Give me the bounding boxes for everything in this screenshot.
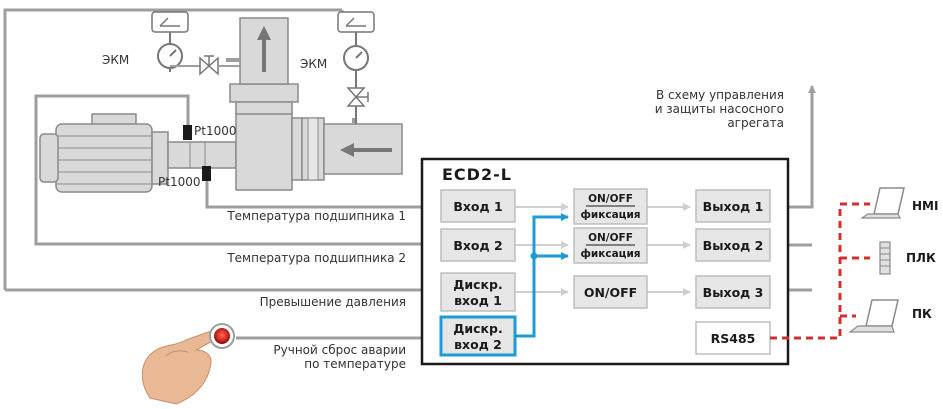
ekm-left bbox=[151, 11, 240, 76]
block-onoff-latch-1: ON/OFF фиксация bbox=[573, 188, 648, 225]
pt1000-sensor-top bbox=[183, 125, 192, 140]
block-output-1: Выход 1 bbox=[695, 189, 771, 223]
reset-button[interactable] bbox=[209, 323, 235, 349]
junction-dot bbox=[530, 252, 538, 260]
bearing-temp-1-label: Температура подшипника 1 bbox=[226, 209, 406, 223]
ekm-right-label: ЭКМ bbox=[300, 57, 327, 71]
ekm-left-label: ЭКМ bbox=[102, 53, 129, 67]
block-input-1: Вход 1 bbox=[440, 189, 516, 223]
svg-text:Вход 2: Вход 2 bbox=[453, 238, 502, 253]
svg-text:Вход 1: Вход 1 bbox=[453, 199, 502, 214]
inlet-pipe bbox=[291, 117, 403, 181]
pc-label: ПК bbox=[912, 307, 932, 321]
overpressure-label: Превышение давления bbox=[260, 295, 406, 309]
svg-text:ON/OFF: ON/OFF bbox=[588, 232, 633, 244]
pt1000-sensor-bottom bbox=[202, 166, 211, 181]
rs485-network bbox=[770, 202, 870, 340]
hmi-label: HMI bbox=[912, 199, 938, 213]
hmi-laptop-icon bbox=[860, 187, 905, 219]
block-onoff-latch-2: ON/OFF фиксация bbox=[573, 227, 648, 264]
svg-text:Выход 3: Выход 3 bbox=[703, 285, 764, 300]
block-output-3: Выход 3 bbox=[695, 275, 771, 309]
svg-text:Дискр.: Дискр. bbox=[453, 277, 502, 292]
svg-text:ON/OFF: ON/OFF bbox=[584, 285, 637, 300]
block-discrete-input-2: Дискр. вход 2 bbox=[439, 315, 517, 357]
motor bbox=[39, 113, 237, 193]
svg-text:вход 2: вход 2 bbox=[454, 337, 502, 352]
pump-unit bbox=[39, 17, 403, 193]
svg-text:фиксация: фиксация bbox=[580, 248, 640, 260]
internal-flow bbox=[515, 203, 691, 296]
bearing-temp-2-label: Температура подшипника 2 bbox=[226, 251, 406, 265]
ekm-right bbox=[337, 11, 375, 124]
block-discrete-input-1: Дискр. вход 1 bbox=[440, 272, 516, 312]
plc-label: ПЛК bbox=[906, 251, 936, 265]
svg-text:Дискр.: Дискр. bbox=[453, 321, 502, 336]
manual-reset-label-1: Ручной сброс аварии bbox=[273, 343, 406, 357]
to-scheme-label-3: агрегата bbox=[727, 116, 784, 130]
to-scheme-label-2: и защиты насосного bbox=[655, 102, 784, 116]
block-rs485: RS485 bbox=[695, 321, 771, 355]
block-onoff: ON/OFF bbox=[573, 275, 648, 309]
svg-text:RS485: RS485 bbox=[711, 331, 756, 346]
reset-signal-path bbox=[515, 213, 569, 338]
svg-text:Выход 1: Выход 1 bbox=[703, 199, 764, 214]
controller-title: ECD2-L bbox=[442, 165, 512, 184]
pc-laptop-icon bbox=[848, 299, 899, 333]
block-output-2: Выход 2 bbox=[695, 228, 771, 262]
manual-reset-label-2: по температуре bbox=[304, 357, 406, 371]
svg-text:фиксация: фиксация bbox=[580, 209, 640, 221]
plc-icon bbox=[879, 241, 891, 275]
pt1000-top-label: Pt1000 bbox=[194, 124, 236, 138]
pump-housing bbox=[226, 17, 299, 191]
svg-text:ON/OFF: ON/OFF bbox=[588, 193, 633, 205]
svg-text:вход 1: вход 1 bbox=[454, 293, 502, 308]
svg-text:Выход 2: Выход 2 bbox=[703, 238, 764, 253]
hand-icon bbox=[141, 329, 222, 405]
block-input-2: Вход 2 bbox=[440, 228, 516, 262]
to-scheme-label-1: В схему управления bbox=[656, 88, 784, 102]
pt1000-bottom-label: Pt1000 bbox=[158, 175, 200, 189]
